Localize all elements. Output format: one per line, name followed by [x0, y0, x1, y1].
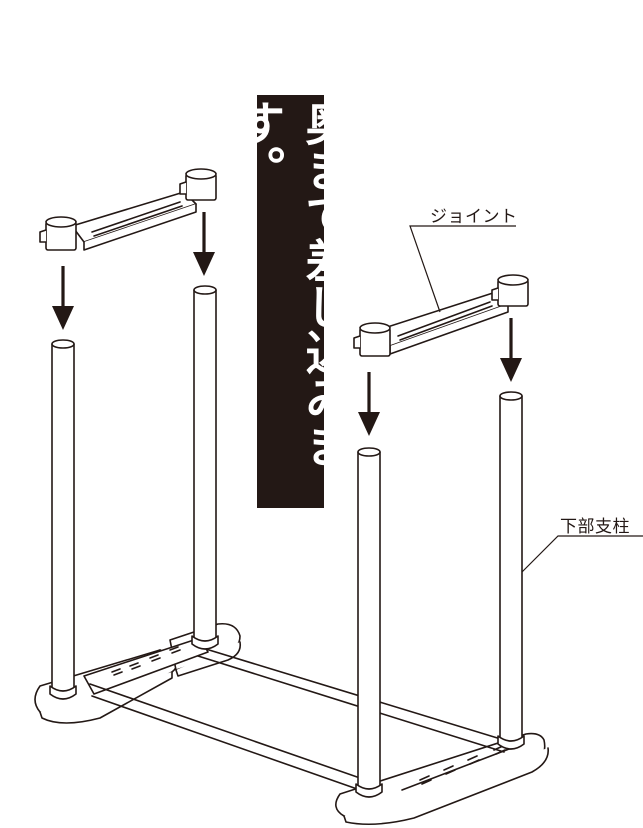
arrow-down-icon — [52, 266, 74, 330]
left-back-pole — [191, 285, 219, 650]
right-back-pole — [497, 391, 525, 750]
right-front-base-foot — [335, 732, 549, 826]
right-joint-piece — [353, 274, 529, 357]
left-joint-piece — [39, 168, 217, 251]
right-front-pole — [355, 447, 383, 798]
lower-cross-rods — [89, 645, 505, 791]
lower-pole-label: 下部支柱 — [560, 517, 630, 537]
arrow-down-icon — [500, 318, 522, 382]
instruction-banner: 奥まで差し込みます。 — [230, 95, 352, 508]
arrow-down-icon — [193, 212, 215, 276]
joint-label: ジョイント — [430, 207, 518, 227]
instruction-text: 奥まで差し込みます。 — [229, 99, 352, 467]
joint-leader-line — [409, 225, 516, 313]
left-base-rail — [83, 637, 209, 695]
left-front-pole — [49, 339, 77, 700]
arrow-down-icon — [358, 372, 380, 436]
lower-pole-leader-line — [521, 535, 643, 573]
